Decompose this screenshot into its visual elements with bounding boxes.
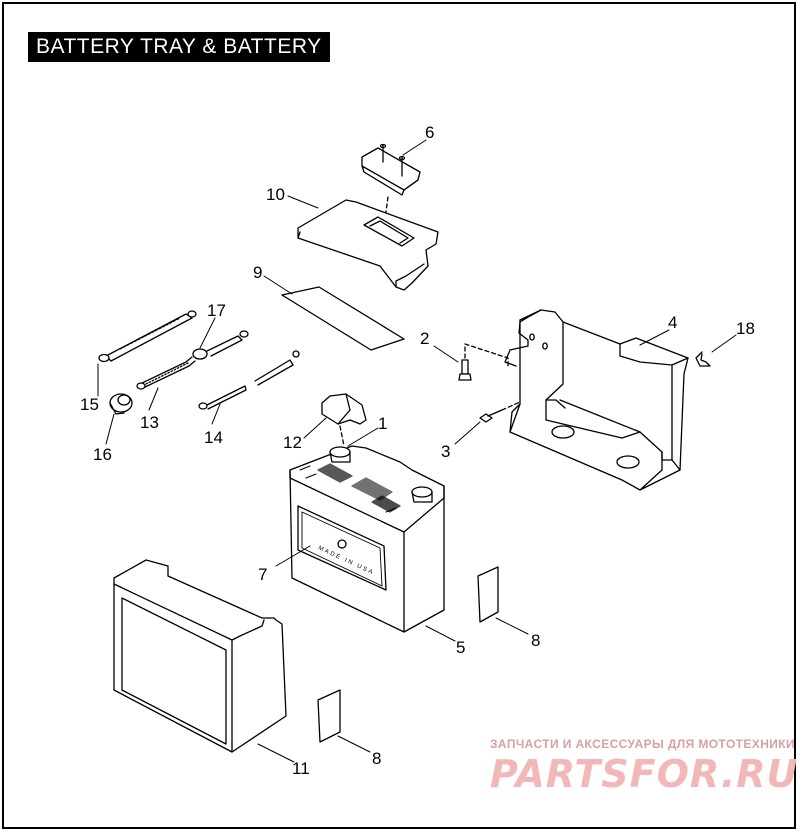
- callout-17: 17: [207, 301, 226, 320]
- callout-3: 3: [441, 442, 450, 461]
- part-3-screw: [479, 401, 521, 423]
- callout-16: 16: [93, 445, 112, 464]
- part-5-battery: [289, 445, 445, 633]
- leader-lines: [97, 139, 737, 763]
- callout-12: 12: [283, 433, 302, 452]
- part-12-terminal-cover: [321, 393, 367, 447]
- callout-6: 6: [425, 123, 434, 142]
- part-8-label-lower: [317, 689, 341, 743]
- callout-2: 2: [420, 329, 429, 348]
- callout-18: 18: [736, 319, 755, 338]
- callout-15: 15: [80, 395, 99, 414]
- callout-14: 14: [204, 428, 223, 447]
- part-2-screw: [458, 343, 509, 381]
- callout-9: 9: [253, 263, 262, 282]
- callout-7: 7: [258, 565, 267, 584]
- part-10-battery-cover: [297, 199, 439, 291]
- part-15-ground-strap: [98, 310, 197, 363]
- callout-8-upper: 8: [531, 631, 540, 650]
- callout-5: 5: [456, 638, 465, 657]
- callout-8-lower: 8: [372, 749, 381, 768]
- part-6-hold-down-clamp: [361, 143, 421, 227]
- part-14-jumper-wire: [198, 350, 300, 410]
- part-16-terminal-boot: [109, 393, 133, 415]
- callout-10: 10: [266, 185, 285, 204]
- diagram-title: BATTERY TRAY & BATTERY: [28, 32, 330, 62]
- watermark-logo: PARTSFOR.RU: [490, 752, 799, 796]
- callout-13: 13: [140, 413, 159, 432]
- callout-numbers: 6 10 9 2 4 18 17 15 13 14 12 1 16 3 7 8 …: [80, 123, 755, 778]
- callout-1: 1: [378, 414, 387, 433]
- part-17-positive-cable: [136, 330, 249, 390]
- part-18-clip: [695, 351, 711, 367]
- callout-4: 4: [668, 313, 677, 332]
- watermark-tagline: ЗАПЧАСТИ И АКСЕССУАРЫ ДЛЯ МОТОТЕХНИКИ: [490, 737, 796, 751]
- part-11-side-cover: [113, 559, 287, 753]
- part-8-label-upper: [477, 566, 499, 623]
- part-9-pad: [281, 286, 405, 351]
- part-4-battery-tray: [504, 309, 689, 491]
- callout-11: 11: [292, 759, 310, 778]
